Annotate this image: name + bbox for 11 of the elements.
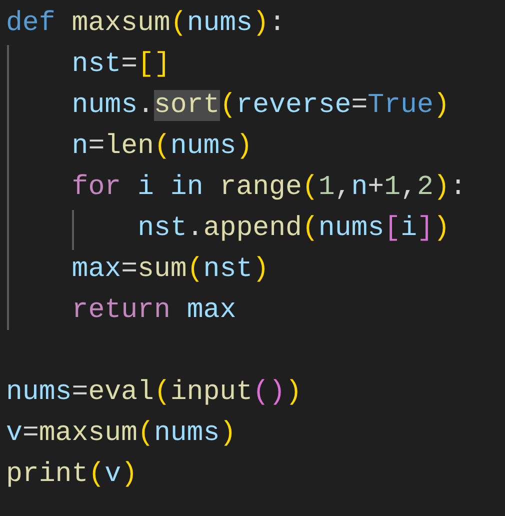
code-line: nums=eval(input()) bbox=[6, 376, 302, 410]
code-line: n=len(nums) bbox=[72, 130, 253, 164]
code-line: print(v) bbox=[6, 458, 138, 492]
code-line: v=maxsum(nums) bbox=[6, 417, 236, 451]
code-line: return max bbox=[72, 294, 236, 328]
code-line: max=sum(nst) bbox=[72, 253, 270, 287]
code-line: for i in range(1,n+1,2): bbox=[72, 171, 466, 205]
code-line: nst=[] bbox=[72, 48, 170, 82]
code-line: nums.sort(reverse=True) bbox=[72, 89, 450, 123]
code-line: nst.append(nums[i]) bbox=[138, 212, 450, 246]
code-line: def maxsum(nums): bbox=[6, 7, 286, 41]
